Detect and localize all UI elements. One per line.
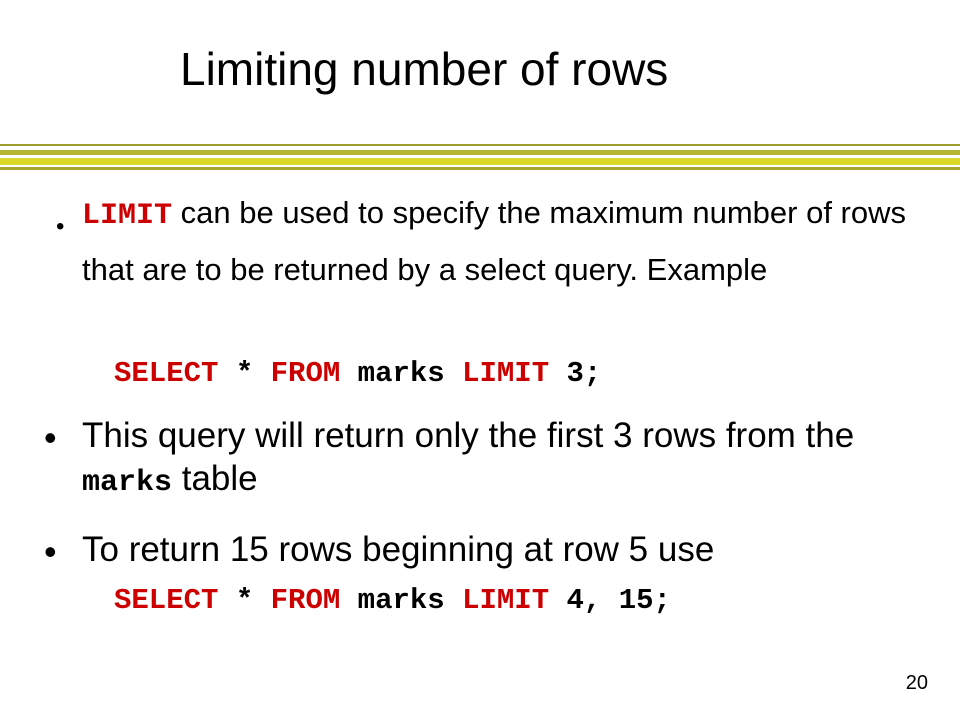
bullet-text-first-rows: This query will return only the first 3 … xyxy=(82,414,932,505)
code-token: 3; xyxy=(549,357,602,390)
code-token: marks xyxy=(340,584,463,617)
code-keyword: SELECT xyxy=(114,357,219,390)
code-token: marks xyxy=(340,357,463,390)
code-keyword: FROM xyxy=(270,357,341,390)
table-name: marks xyxy=(82,466,173,500)
bullet-text-offset: To return 15 rows beginning at row 5 use xyxy=(82,530,715,569)
slide-title: Limiting number of rows xyxy=(180,43,669,95)
bullet-text: table xyxy=(172,459,258,498)
page-number: 20 xyxy=(905,672,928,694)
code-keyword: LIMIT xyxy=(462,584,550,617)
title-rule xyxy=(0,158,960,165)
code-example-2: SELECT * FROM marks LIMIT 4, 15; xyxy=(114,583,671,619)
bullet-text-limit: LIMIT can be used to specify the maximum… xyxy=(82,186,932,297)
bullet-text: can be used to specify the maximum numbe… xyxy=(82,195,907,287)
code-keyword: LIMIT xyxy=(462,357,550,390)
code-token: * xyxy=(218,584,271,617)
title-rule xyxy=(0,150,960,155)
code-token: 4, 15; xyxy=(549,584,671,617)
title-rule xyxy=(0,167,960,170)
code-keyword: SELECT xyxy=(114,584,219,617)
bullet-marker: • xyxy=(56,213,65,240)
title-rule xyxy=(0,144,960,146)
bullet-marker: • xyxy=(44,417,57,458)
code-token: * xyxy=(218,357,271,390)
code-keyword: FROM xyxy=(270,584,341,617)
code-example-1: SELECT * FROM marks LIMIT 3; xyxy=(114,356,601,392)
bullet-text: This query will return only the first 3 … xyxy=(82,416,855,455)
keyword-limit: LIMIT xyxy=(82,199,173,233)
bullet-marker: • xyxy=(44,531,57,572)
